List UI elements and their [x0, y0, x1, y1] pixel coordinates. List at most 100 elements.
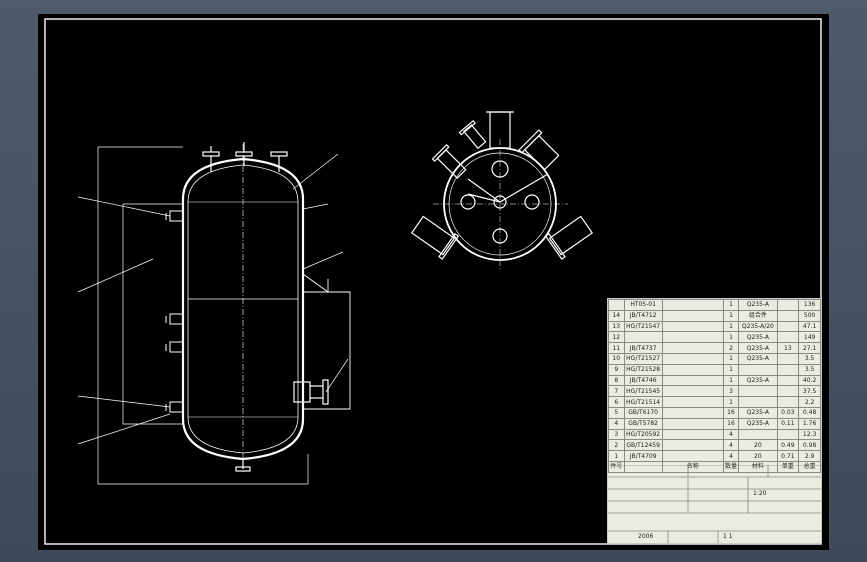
bom-cell: GB/T5782 [623, 417, 663, 430]
bom-cell: Q235-A/20 [738, 320, 778, 333]
bom-cell: 2.9 [798, 450, 821, 462]
vessel-top-view [410, 111, 594, 269]
bom-cell: 27.1 [798, 342, 821, 354]
bom-cell: 12 [608, 331, 625, 344]
bom-cell: 2.2 [798, 396, 821, 408]
vessel-front-view [77, 142, 351, 485]
bom-cell: Q235-A [738, 342, 778, 354]
bom-cell: 37.5 [798, 385, 821, 398]
bom-cell [738, 396, 778, 408]
bom-cell: 4 [722, 428, 740, 441]
bom-cell: 1 [722, 396, 740, 408]
level-gauge-frame [97, 146, 309, 485]
bom-cell [661, 396, 724, 408]
bom-cell: JB/T4712 [623, 309, 663, 322]
bom-cell: 2 [722, 342, 740, 354]
left-nozzles [165, 210, 184, 413]
bom-cell: 0.48 [798, 406, 821, 419]
bom-cell: 7 [608, 385, 625, 398]
bom-cell: Q235-A [738, 406, 778, 419]
bom-cell: 8 [608, 374, 625, 387]
bom-cell [661, 450, 724, 462]
bom-cell [776, 396, 800, 408]
bom-cell: 16 [722, 417, 740, 430]
bom-cell: 2 [608, 439, 625, 452]
bom-cell: JB/T4709 [623, 450, 663, 462]
engineering-drawing [44, 18, 822, 545]
bom-cell: 4 [722, 450, 740, 462]
bom-cell [776, 320, 800, 333]
bom-cell: 0.11 [776, 417, 800, 430]
top-nozzles [202, 142, 288, 172]
bom-cell: 1 [722, 331, 740, 344]
bom-cell: 0.98 [798, 439, 821, 452]
bom-cell [661, 331, 724, 344]
bom-cell [738, 363, 778, 376]
bom-cell [776, 352, 800, 365]
bom-cell [776, 385, 800, 398]
scale-value: 1:20 [753, 490, 767, 497]
bom-cell [661, 363, 724, 376]
bom-cell: 0.49 [776, 439, 800, 452]
bom-cell [608, 299, 625, 311]
bom-cell: JB/T4737 [623, 342, 663, 354]
bom-cell: 3 [722, 385, 740, 398]
bom-cell: 1 [722, 299, 740, 311]
bom-cell: 1 [722, 320, 740, 333]
sheet-value: 1 1 [723, 533, 733, 540]
bom-cell: HG/T21545 [623, 385, 663, 398]
bom-cell: 14 [608, 309, 625, 322]
bom-cell [776, 428, 800, 441]
bom-cell: Q235-A [738, 352, 778, 365]
bom-cell: 13 [608, 320, 625, 333]
bom-cell: GB/T12459 [623, 439, 663, 452]
bom-cell: HG/T21547 [623, 320, 663, 333]
bom-cell: 6 [608, 396, 625, 408]
bom-cell [661, 320, 724, 333]
bom-cell: 47.1 [798, 320, 821, 333]
bom-cell: 3.5 [798, 352, 821, 365]
bom-cell: Q235-A [738, 374, 778, 387]
manway [293, 379, 329, 405]
bom-cell: Q235-A [738, 299, 778, 311]
bom-cell: HG/T21528 [623, 363, 663, 376]
bom-cell [776, 299, 800, 311]
drawing-sheet [38, 14, 829, 550]
leader-lines [77, 153, 349, 445]
bom-cell [661, 439, 724, 452]
bom-cell: 13 [776, 342, 800, 354]
bom-cell: HG/T21527 [623, 352, 663, 365]
bom-cell: 4 [608, 417, 625, 430]
bom-cell: HG/T20592 [623, 428, 663, 441]
bom-cell [623, 331, 663, 344]
bom-cell: 149 [798, 331, 821, 344]
support-lug [302, 273, 351, 410]
bom-cell [661, 352, 724, 365]
bom-cell [776, 331, 800, 344]
bom-cell: 11 [608, 342, 625, 354]
bom-cell: HT05-01 [623, 299, 663, 311]
bom-cell: 1 [722, 309, 740, 322]
bom-cell [776, 309, 800, 322]
bom-cell: 40.2 [798, 374, 821, 387]
bom-cell: 1 [722, 352, 740, 365]
bom-cell: 名称 [661, 460, 724, 473]
bom-cell: 20 [738, 439, 778, 452]
bom-cell: 136 [798, 299, 821, 311]
bom-cell: 1 [722, 374, 740, 387]
bom-cell: 材料 [738, 460, 778, 473]
